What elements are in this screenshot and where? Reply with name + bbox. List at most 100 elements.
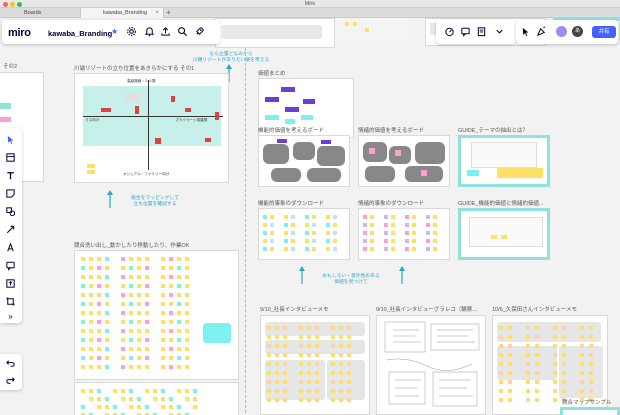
- sticky-note[interactable]: [105, 397, 109, 401]
- sticky-note[interactable]: [89, 266, 93, 270]
- sticky-note[interactable]: [129, 329, 133, 333]
- sticky-note[interactable]: [263, 231, 267, 235]
- sticky-note[interactable]: [169, 311, 173, 315]
- sticky-note[interactable]: [97, 347, 101, 351]
- sticky-note[interactable]: [580, 380, 584, 384]
- frame-guide-value[interactable]: [458, 208, 550, 260]
- sticky-note[interactable]: [331, 344, 335, 348]
- sticky-note[interactable]: [169, 293, 173, 297]
- sticky-note[interactable]: [97, 275, 101, 279]
- sticky-note[interactable]: [339, 398, 343, 402]
- sticky-note[interactable]: [177, 413, 181, 415]
- sticky-note[interactable]: [412, 231, 416, 235]
- sticky-note[interactable]: [137, 311, 141, 315]
- sticky-note[interactable]: [405, 223, 409, 227]
- sticky-note[interactable]: [589, 380, 593, 384]
- sticky-note[interactable]: [113, 389, 117, 393]
- sticky-note[interactable]: [177, 275, 181, 279]
- sticky-note[interactable]: [81, 356, 85, 360]
- sticky-note[interactable]: [169, 413, 173, 415]
- sticky-note[interactable]: [145, 347, 149, 351]
- sticky-note[interactable]: [326, 239, 330, 243]
- sticky-note[interactable]: [137, 413, 141, 415]
- sticky-note[interactable]: [169, 365, 173, 369]
- sticky-note[interactable]: [193, 389, 197, 393]
- sticky-note[interactable]: [275, 371, 279, 375]
- sticky-note[interactable]: [347, 389, 351, 393]
- sticky-note[interactable]: [193, 405, 197, 409]
- sticky-note[interactable]: [161, 320, 165, 324]
- sticky-note[interactable]: [283, 389, 287, 393]
- sticky-note[interactable]: [339, 353, 343, 357]
- text-tool-icon[interactable]: [5, 170, 16, 181]
- sticky-note[interactable]: [339, 344, 343, 348]
- sticky-note[interactable]: [267, 353, 271, 357]
- sticky-note[interactable]: [97, 338, 101, 342]
- sticky-note[interactable]: [145, 311, 149, 315]
- sticky-note[interactable]: [270, 223, 274, 227]
- sticky-note[interactable]: [347, 371, 351, 375]
- sticky-note[interactable]: [284, 231, 288, 235]
- sticky-note[interactable]: [105, 275, 109, 279]
- sticky-note[interactable]: [169, 266, 173, 270]
- rocket-icon[interactable]: [194, 26, 205, 37]
- sticky-note[interactable]: [370, 247, 374, 251]
- sticky-note[interactable]: [384, 223, 388, 227]
- sticky-note[interactable]: [105, 338, 109, 342]
- sticky-note[interactable]: [331, 335, 335, 339]
- sticky-note[interactable]: [145, 284, 149, 288]
- sticky-note[interactable]: [589, 344, 593, 348]
- sticky-note[interactable]: [526, 353, 530, 357]
- sticky-note[interactable]: [121, 284, 125, 288]
- sticky-note[interactable]: [535, 362, 539, 366]
- bell-icon[interactable]: [144, 26, 155, 37]
- sticky-note[interactable]: [137, 275, 141, 279]
- frame-functional-value[interactable]: [258, 135, 350, 187]
- sticky-note[interactable]: [97, 397, 101, 401]
- sticky-note[interactable]: [508, 389, 512, 393]
- sticky-note[interactable]: [177, 257, 181, 261]
- sticky-note[interactable]: [331, 380, 335, 384]
- sticky-note[interactable]: [105, 365, 109, 369]
- sticky-note[interactable]: [426, 239, 430, 243]
- sticky-note[interactable]: [185, 275, 189, 279]
- sticky-note[interactable]: [299, 389, 303, 393]
- sticky-note[interactable]: [333, 239, 337, 243]
- sticky-note[interactable]: [81, 338, 85, 342]
- sticky-note[interactable]: [307, 344, 311, 348]
- sticky-note[interactable]: [363, 231, 367, 235]
- sticky-note[interactable]: [562, 353, 566, 357]
- tab-boards[interactable]: Boards: [0, 8, 80, 18]
- timer-icon[interactable]: [444, 26, 455, 37]
- sticky-note[interactable]: [291, 223, 295, 227]
- sticky-note[interactable]: [315, 398, 319, 402]
- sticky-note[interactable]: [145, 257, 149, 261]
- sticky-note[interactable]: [553, 326, 557, 330]
- sticky-note[interactable]: [129, 338, 133, 342]
- sticky-note[interactable]: [129, 257, 133, 261]
- sticky-note[interactable]: [283, 344, 287, 348]
- sticky-note[interactable]: [508, 380, 512, 384]
- sticky-note[interactable]: [553, 371, 557, 375]
- sticky-note[interactable]: [339, 380, 343, 384]
- sticky-note[interactable]: [526, 335, 530, 339]
- sticky-note[interactable]: [137, 320, 141, 324]
- sticky-note[interactable]: [275, 326, 279, 330]
- sticky-note[interactable]: [284, 215, 288, 219]
- sticky-note[interactable]: [81, 320, 85, 324]
- sticky-note[interactable]: [580, 362, 584, 366]
- sticky-note[interactable]: [508, 371, 512, 375]
- board-name[interactable]: kawaba_Branding: [48, 29, 113, 38]
- sticky-note[interactable]: [129, 356, 133, 360]
- sticky-note[interactable]: [177, 302, 181, 306]
- sticky-note[interactable]: [267, 335, 271, 339]
- frame-bottom-partial[interactable]: [74, 382, 239, 415]
- sticky-note[interactable]: [391, 247, 395, 251]
- sticky-note[interactable]: [97, 320, 101, 324]
- maximize-window-button[interactable]: [17, 1, 22, 7]
- sticky-note[interactable]: [263, 215, 267, 219]
- sticky-note[interactable]: [526, 362, 530, 366]
- sticky-note[interactable]: [270, 231, 274, 235]
- sticky-note[interactable]: [284, 247, 288, 251]
- sticky-note[interactable]: [81, 257, 85, 261]
